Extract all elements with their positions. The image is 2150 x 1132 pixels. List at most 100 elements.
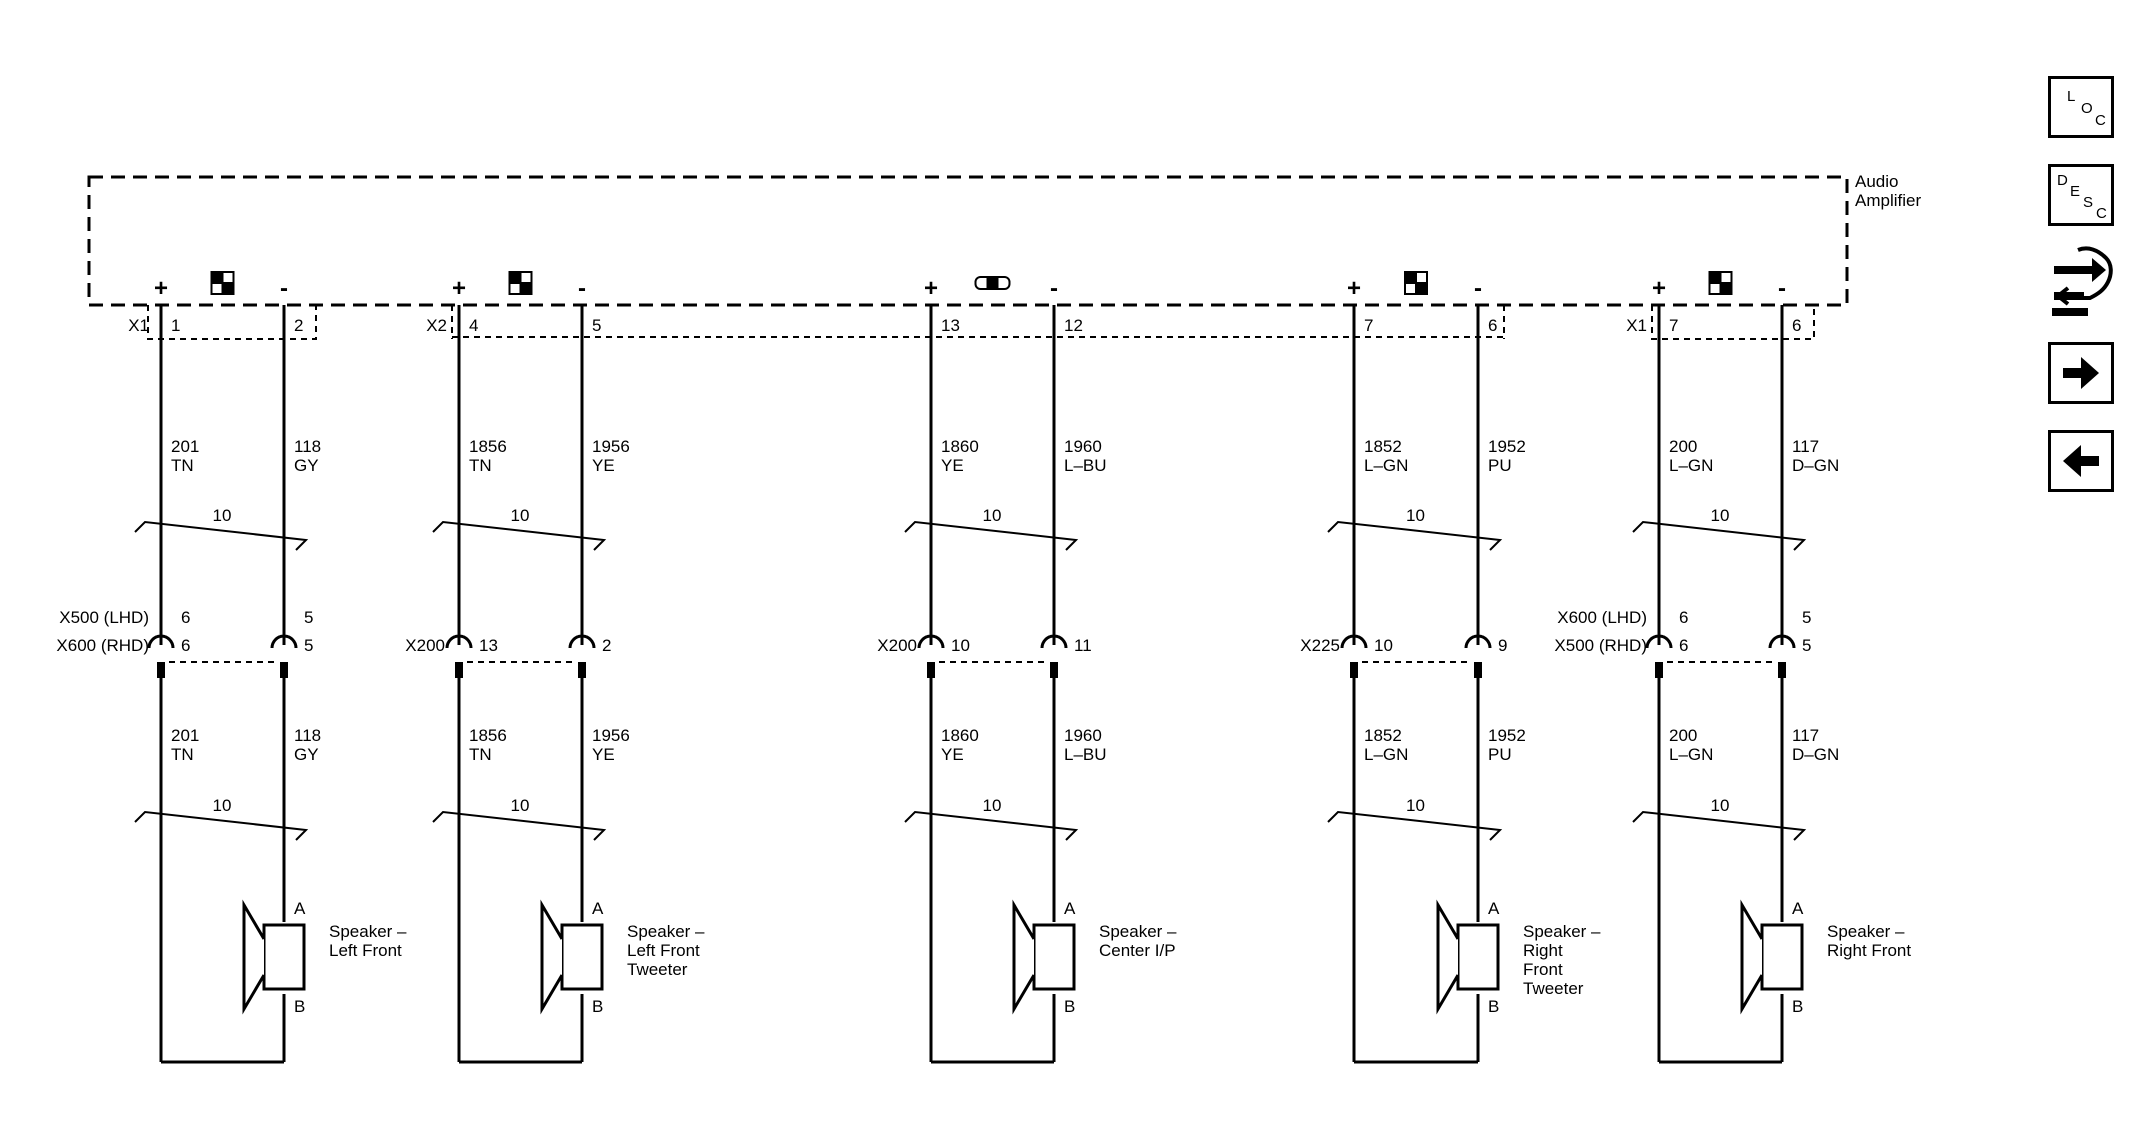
wire-plus-color-lower: YE bbox=[941, 745, 964, 764]
speaker-terminal-b: B bbox=[1792, 997, 1803, 1016]
wire-minus-circuit-upper: 1960 bbox=[1064, 437, 1102, 456]
wire-plus-color-lower: L–GN bbox=[1669, 745, 1713, 764]
wire-plus-circuit-lower: 1856 bbox=[469, 726, 507, 745]
wire-minus-color-upper: L–BU bbox=[1064, 456, 1107, 475]
gauge-slash-lower bbox=[904, 810, 1079, 841]
inline-pin-minus: 5 bbox=[1802, 608, 1811, 627]
amplifier-name-line2: Amplifier bbox=[1855, 191, 1921, 210]
speaker-cone-icon bbox=[540, 899, 564, 1015]
speaker-terminal-b: B bbox=[1488, 997, 1499, 1016]
wire-plus-color-upper: TN bbox=[469, 456, 492, 475]
loc-button[interactable]: L O C bbox=[2048, 76, 2114, 138]
speaker-name-line-1: Speaker – bbox=[1099, 922, 1177, 941]
inline-pin-plus-marker bbox=[455, 662, 463, 678]
wire-minus-color-lower: PU bbox=[1488, 745, 1512, 764]
inline-socket-minus bbox=[270, 634, 298, 649]
inline-socket-plus bbox=[917, 634, 945, 649]
inline-pin-minus: 9 bbox=[1498, 636, 1507, 655]
wire-minus-circuit-lower: 1960 bbox=[1064, 726, 1102, 745]
symbol-fill bbox=[1720, 283, 1732, 294]
inline-pin-minus-alt: 5 bbox=[304, 636, 313, 655]
inline-pin-plus-alt: 6 bbox=[181, 636, 190, 655]
symbol-fill bbox=[986, 277, 999, 289]
pin-minus: 6 bbox=[1792, 316, 1801, 335]
inline-pin-minus: 5 bbox=[304, 608, 313, 627]
wire-plus-color-upper: L–GN bbox=[1364, 456, 1408, 475]
desc-letter-c: C bbox=[2096, 205, 2107, 222]
inline-pin-plus: 13 bbox=[479, 636, 498, 655]
pin-plus: 13 bbox=[941, 316, 960, 335]
gauge-slash-upper bbox=[1327, 520, 1503, 551]
pin-minus: 6 bbox=[1488, 316, 1497, 335]
speaker-magnet bbox=[1456, 923, 1500, 991]
speaker-cone-icon bbox=[242, 899, 266, 1015]
speaker-terminal-a: A bbox=[1064, 899, 1076, 918]
pin-plus: 7 bbox=[1669, 316, 1678, 335]
symbol-fill bbox=[1416, 283, 1427, 294]
next-button[interactable] bbox=[2048, 342, 2114, 404]
pin-minus: 5 bbox=[592, 316, 601, 335]
wire-minus-circuit-upper: 117 bbox=[1792, 437, 1819, 456]
inline-pin-minus-marker bbox=[280, 662, 288, 678]
wire-minus-circuit-upper: 1956 bbox=[592, 437, 630, 456]
wire-plus-color-lower: L–GN bbox=[1364, 745, 1408, 764]
inline-connector-label: X200 bbox=[877, 636, 917, 655]
desc-button[interactable]: D E S C bbox=[2048, 164, 2114, 226]
speaker-terminal-a: A bbox=[294, 899, 306, 918]
wire-plus-color-lower: TN bbox=[171, 745, 194, 764]
speaker-cone-icon bbox=[1740, 899, 1764, 1015]
pin-minus: 2 bbox=[294, 316, 303, 335]
pin-plus: 4 bbox=[469, 316, 478, 335]
inline-pin-minus-marker bbox=[1778, 662, 1786, 678]
speaker-cone-icon bbox=[1436, 899, 1460, 1015]
back-button[interactable] bbox=[2048, 430, 2114, 492]
wire-minus-color-lower: GY bbox=[294, 745, 319, 764]
amplifier-name-line1: Audio bbox=[1855, 172, 1898, 191]
gauge-slash-upper bbox=[1632, 520, 1807, 551]
wire-plus-color-lower: TN bbox=[469, 745, 492, 764]
symbol-fill bbox=[520, 283, 532, 294]
wire-plus-circuit-upper: 1852 bbox=[1364, 437, 1402, 456]
speaker-cone-icon bbox=[1012, 899, 1036, 1015]
connector-label: X1 bbox=[128, 316, 149, 335]
inline-socket-minus bbox=[1464, 634, 1492, 649]
inline-socket-plus bbox=[1645, 634, 1673, 649]
inline-connector-label: X200 bbox=[405, 636, 445, 655]
wire-plus-color-upper: TN bbox=[171, 456, 194, 475]
gauge-slash-upper bbox=[904, 520, 1079, 551]
gauge-upper: 10 bbox=[511, 506, 530, 525]
speaker-name-line-2: Left Front bbox=[329, 941, 402, 960]
connector-label: X1 bbox=[1626, 316, 1647, 335]
gauge-lower: 10 bbox=[983, 796, 1002, 815]
symbol-fill bbox=[222, 283, 234, 294]
speaker-name-line-3: Tweeter bbox=[627, 960, 688, 979]
gauge-slash-upper bbox=[134, 520, 309, 551]
gauge-upper: 10 bbox=[1711, 506, 1730, 525]
wire-plus-circuit-upper: 1856 bbox=[469, 437, 507, 456]
connector-hand-icon bbox=[2052, 246, 2113, 316]
minus-polarity: - bbox=[1474, 275, 1482, 302]
connector-shell bbox=[147, 305, 317, 340]
gauge-upper: 10 bbox=[213, 506, 232, 525]
symbol-fill bbox=[1709, 272, 1721, 283]
connector-label: X2 bbox=[426, 316, 447, 335]
wire-minus-circuit-lower: 118 bbox=[294, 726, 321, 745]
inline-pin-plus-marker bbox=[927, 662, 935, 678]
gauge-lower: 10 bbox=[1711, 796, 1730, 815]
inline-pin-plus-marker bbox=[1350, 662, 1358, 678]
inline-pin-minus-marker bbox=[1474, 662, 1482, 678]
wire-minus-color-lower: YE bbox=[592, 745, 615, 764]
inline-connector-label: X500 (LHD) bbox=[59, 608, 149, 627]
inline-socket-plus bbox=[445, 634, 473, 649]
speaker-name-line-4: Tweeter bbox=[1523, 979, 1584, 998]
gauge-slash-upper bbox=[432, 520, 607, 551]
gauge-slash-lower bbox=[1327, 810, 1503, 841]
speaker-terminal-a: A bbox=[592, 899, 604, 918]
inline-connector-label: X600 (LHD) bbox=[1557, 608, 1647, 627]
speaker-terminal-b: B bbox=[294, 997, 305, 1016]
connector-view-button[interactable] bbox=[2048, 244, 2118, 320]
pin-plus: 1 bbox=[171, 316, 180, 335]
speaker-terminal-b: B bbox=[1064, 997, 1075, 1016]
